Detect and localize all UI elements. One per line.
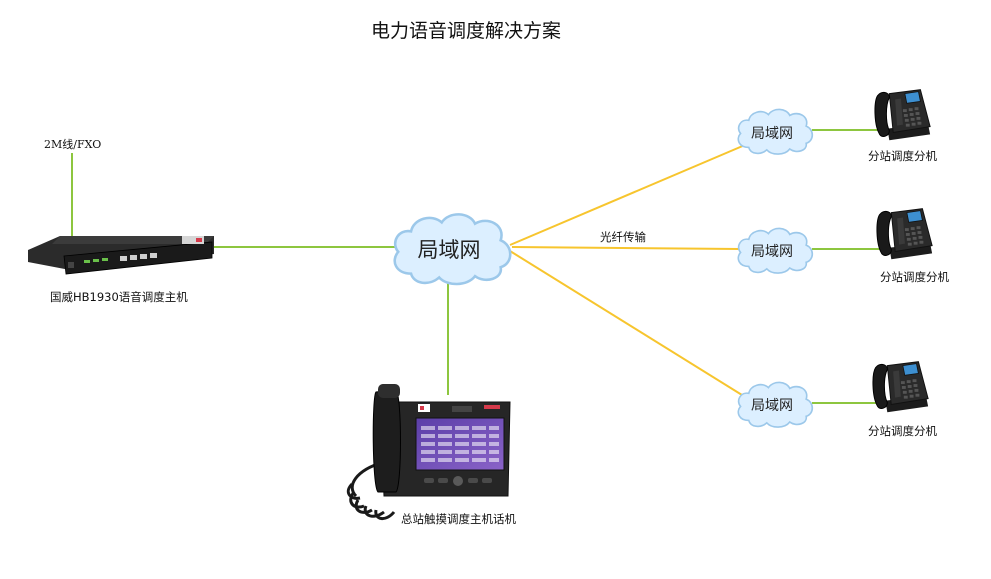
substation-phone-label-bottom: 分站调度分机 [868,424,937,438]
substation-phone-bottom [872,361,929,413]
console-phone-label: 总站触摸调度主机话机 [401,512,516,526]
substation-phone-top [874,89,931,141]
links [71,129,880,404]
fiber-link-middle [511,246,741,250]
branch-lan-label-bottom: 局域网 [751,398,793,414]
branch-lan-label-top: 局域网 [751,126,793,142]
branch-lan-cloud-top: 局域网 [737,108,814,155]
fiber-label: 光纤传输 [600,230,646,244]
dispatch-host-device [28,236,214,275]
trunk-label: 2M线/FXO [44,137,101,151]
fiber-link-top [509,141,753,246]
branch-lan-cloud-bottom: 局域网 [737,381,814,428]
host-label: 国威HB1930语音调度主机 [50,290,188,304]
branch-lan-cloud-middle: 局域网 [737,227,814,274]
center-lan-cloud: 局域网 [393,213,512,286]
console-phone-device [346,384,511,520]
center-lan-label: 局域网 [418,238,481,262]
page-title: 电力语音调度解决方案 [371,20,561,42]
substation-phone-middle [876,208,933,260]
substation-phone-label-middle: 分站调度分机 [880,270,949,284]
fiber-link-bottom [509,250,743,396]
branch-lan-label-middle: 局域网 [751,244,793,260]
substation-phone-label-top: 分站调度分机 [868,149,937,163]
